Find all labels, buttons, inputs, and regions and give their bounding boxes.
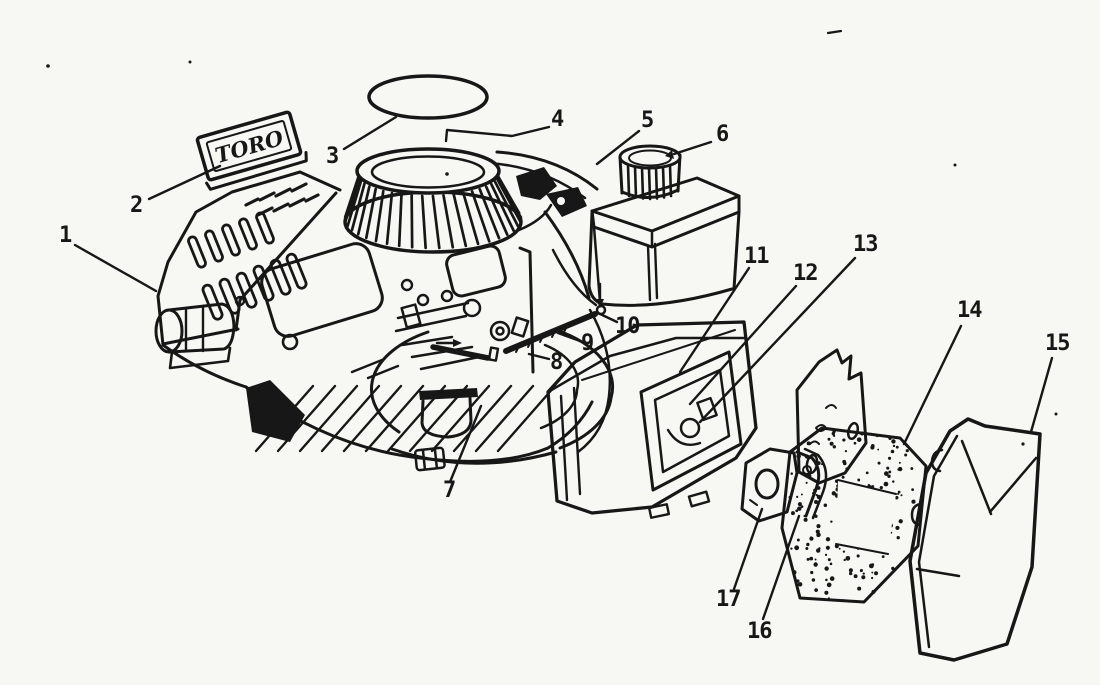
toro-decal: TORO: [195, 110, 308, 191]
muffler: [154, 295, 246, 370]
callout-8: 8: [550, 350, 563, 375]
mounting-studs: [430, 282, 607, 362]
oval-gasket: [367, 74, 489, 120]
callout-4: 4: [551, 107, 564, 132]
callout-9: 9: [581, 331, 594, 356]
air-cleaner-cover: [908, 417, 1042, 662]
callout-10: 10: [615, 314, 640, 339]
paper-specks: [46, 29, 1058, 416]
air-cleaner-housing: [546, 320, 758, 519]
callout-5: 5: [641, 108, 654, 133]
callout-3: 3: [326, 144, 339, 169]
engine-base: [246, 328, 615, 472]
shroud-latch: [516, 167, 587, 217]
callout-16: 16: [747, 619, 772, 644]
float-bowl-band: [419, 388, 478, 400]
louver-slots: [187, 211, 308, 321]
carburetor: [394, 289, 530, 439]
callout-12: 12: [793, 261, 818, 286]
base-foot: [413, 446, 446, 472]
fuel-cap-ribs: [626, 163, 673, 201]
base-dark-wedge: [246, 380, 305, 442]
callout-13: 13: [853, 232, 878, 257]
air-filter-foam: [780, 426, 928, 604]
callout-14: 14: [957, 298, 982, 323]
callout-11: 11: [744, 244, 769, 269]
callout-2: 2: [130, 193, 143, 218]
callout-17: 17: [716, 587, 741, 612]
callout-1: 1: [59, 223, 72, 248]
top-vent-dashes: [244, 182, 320, 217]
engine-shroud: [156, 150, 612, 463]
air-cleaner-backplate: [795, 348, 868, 485]
air-filter-gasket: [740, 447, 799, 523]
fuel-cap: [618, 144, 682, 201]
callout-leader-lines: [73, 115, 1054, 621]
fuel-tank: [587, 176, 741, 307]
callout-7: 7: [443, 478, 456, 503]
callout-6: 6: [716, 122, 729, 147]
base-hatching: [254, 384, 557, 453]
callout-15: 15: [1045, 331, 1070, 356]
float-bowl: [420, 396, 473, 439]
flywheel-fan: [343, 147, 523, 254]
